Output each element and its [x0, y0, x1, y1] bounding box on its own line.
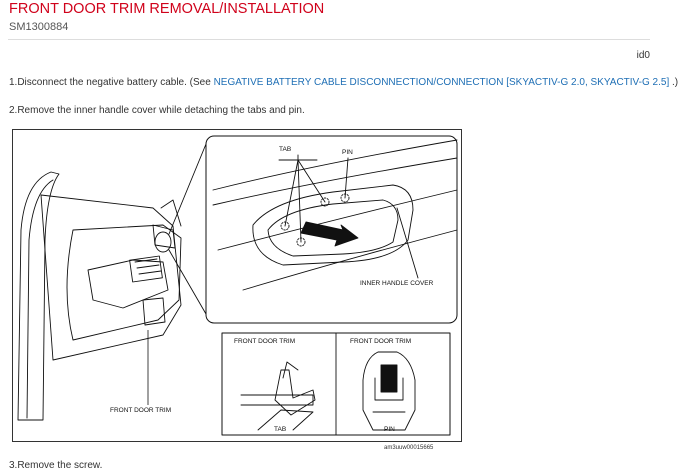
- step-2: 2.Remove the inner handle cover while de…: [9, 105, 305, 116]
- battery-cable-link[interactable]: NEGATIVE BATTERY CABLE DISCONNECTION/CON…: [213, 77, 670, 88]
- label-front-door-trim-detail-1: FRONT DOOR TRIM: [234, 338, 295, 345]
- label-tab: TAB: [279, 146, 291, 153]
- figure-code: am3uuw00015665: [384, 445, 434, 451]
- label-front-door-trim-detail-2: FRONT DOOR TRIM: [350, 338, 411, 345]
- step-3: 3.Remove the screw.: [9, 460, 103, 471]
- step-1-suffix: .): [669, 77, 678, 88]
- label-pin-bottom: PIN: [384, 426, 395, 433]
- step-1-prefix: 1.Disconnect the negative battery cable.…: [9, 77, 214, 88]
- label-tab-bottom: TAB: [274, 426, 286, 433]
- document-id: SM1300884: [9, 21, 69, 33]
- page-title: FRONT DOOR TRIM REMOVAL/INSTALLATION: [9, 1, 325, 17]
- step-1: 1.Disconnect the negative battery cable.…: [9, 77, 678, 88]
- label-front-door-trim: FRONT DOOR TRIM: [110, 407, 171, 414]
- header-divider: [8, 39, 650, 40]
- label-pin: PIN: [342, 149, 353, 156]
- label-inner-handle-cover: INNER HANDLE COVER: [360, 280, 434, 287]
- door-trim-illustration: TAB PIN INNER HANDLE COVER FRONT DOOR TR…: [12, 129, 462, 442]
- illustration-svg: TAB PIN INNER HANDLE COVER FRONT DOOR TR…: [17, 135, 458, 436]
- clipped-id: id0: [636, 50, 650, 61]
